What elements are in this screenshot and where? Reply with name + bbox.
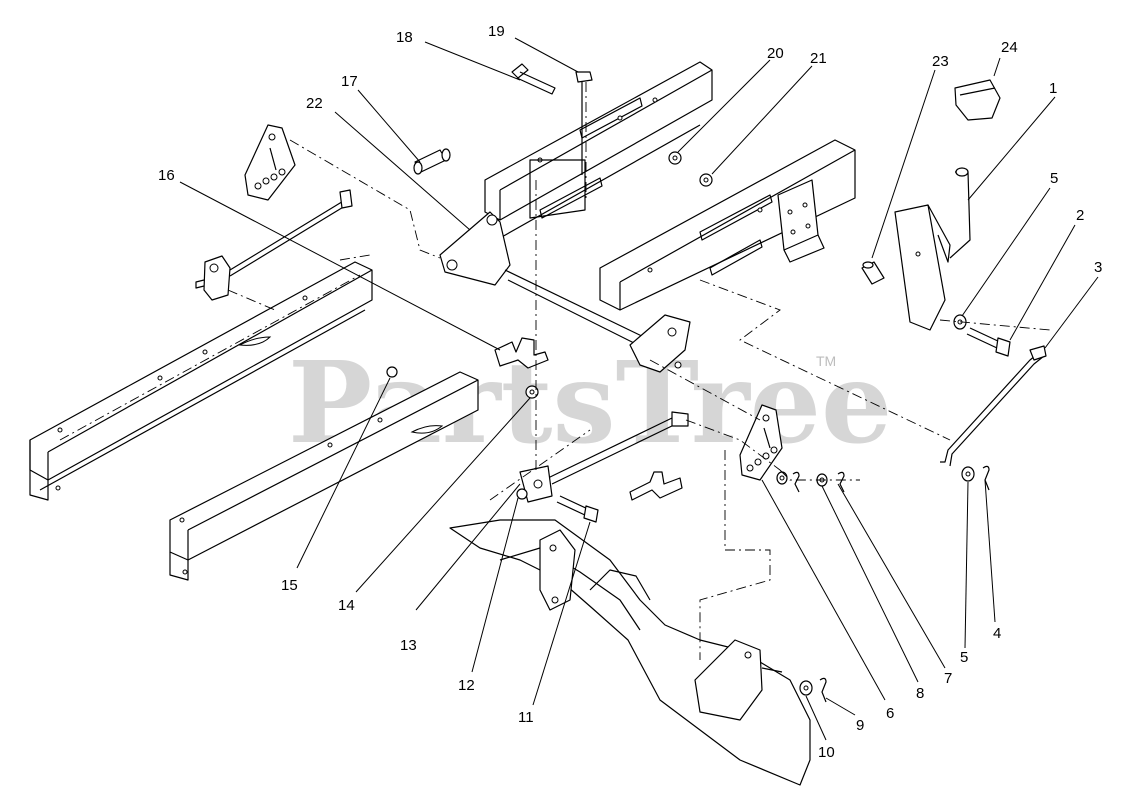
bolt-18 — [511, 63, 556, 95]
callout-11: 11 — [518, 709, 534, 726]
washer-8 — [776, 471, 788, 485]
callout-12: 12 — [458, 677, 475, 694]
washer-5-lower — [961, 466, 975, 482]
nut-15 — [386, 366, 398, 378]
hair-pin-7a — [792, 471, 800, 493]
lower-channel-rail — [169, 371, 479, 581]
height-adjust-lever — [894, 167, 971, 331]
callout-10: 10 — [818, 744, 835, 761]
height-adjust-plate-right — [739, 404, 783, 481]
upper-channel-rail — [484, 61, 713, 239]
callout-22: 22 — [306, 95, 323, 112]
callout-labels: 1 2 3 4 5 5 6 7 8 9 10 11 12 13 14 15 16… — [158, 23, 1102, 761]
callout-13: 13 — [400, 637, 417, 654]
pivot-stud-bracket — [195, 189, 353, 301]
callout-15: 15 — [281, 577, 298, 594]
washer-10 — [799, 680, 813, 696]
clip-bracket-16 — [494, 337, 549, 369]
callout-17: 17 — [341, 73, 358, 90]
spacer-17 — [413, 148, 451, 175]
nut-14 — [525, 385, 539, 399]
callout-14: 14 — [338, 597, 355, 614]
link-rod-3 — [940, 345, 1047, 467]
nut-21 — [699, 173, 713, 187]
right-channel-rail — [599, 139, 856, 311]
mower-deck — [449, 519, 811, 786]
callout-5-lower: 5 — [960, 649, 968, 666]
mounting-bracket-right — [777, 179, 825, 263]
callout-4: 4 — [993, 625, 1001, 642]
callout-8: 8 — [916, 685, 924, 702]
callout-6: 6 — [886, 705, 894, 722]
callout-5-upper: 5 — [1050, 170, 1058, 187]
cross-shaft — [439, 211, 691, 373]
callout-18: 18 — [396, 29, 413, 46]
nut-12 — [516, 488, 528, 500]
bolt-11 — [556, 495, 599, 523]
callout-21: 21 — [810, 50, 827, 67]
hair-pin-4 — [982, 465, 990, 491]
callout-20: 20 — [767, 45, 784, 62]
left-frame-rail — [29, 261, 373, 501]
callout-16: 16 — [158, 167, 175, 184]
callout-19: 19 — [488, 23, 505, 40]
clip-bracket-lower — [629, 471, 683, 501]
hair-pin-9 — [819, 677, 827, 703]
lever-knob — [954, 79, 1001, 121]
callout-9: 9 — [856, 717, 864, 734]
link-rod-13 — [519, 411, 689, 503]
bushing-23 — [861, 261, 885, 285]
callout-23: 23 — [932, 53, 949, 70]
nut-20 — [668, 151, 682, 165]
watermark-tm: TM — [816, 353, 836, 369]
assembly-lines — [227, 139, 1051, 660]
callout-1: 1 — [1049, 80, 1057, 97]
height-adjust-plate-left — [244, 124, 296, 201]
callout-7: 7 — [944, 670, 952, 687]
bolt-2 — [966, 327, 1011, 357]
leader-lines — [179, 37, 1099, 741]
hair-pin-7 — [837, 471, 845, 493]
bolt-19 — [575, 71, 593, 200]
callout-24: 24 — [1001, 39, 1018, 56]
callout-3: 3 — [1094, 259, 1102, 276]
callout-2: 2 — [1076, 207, 1084, 224]
